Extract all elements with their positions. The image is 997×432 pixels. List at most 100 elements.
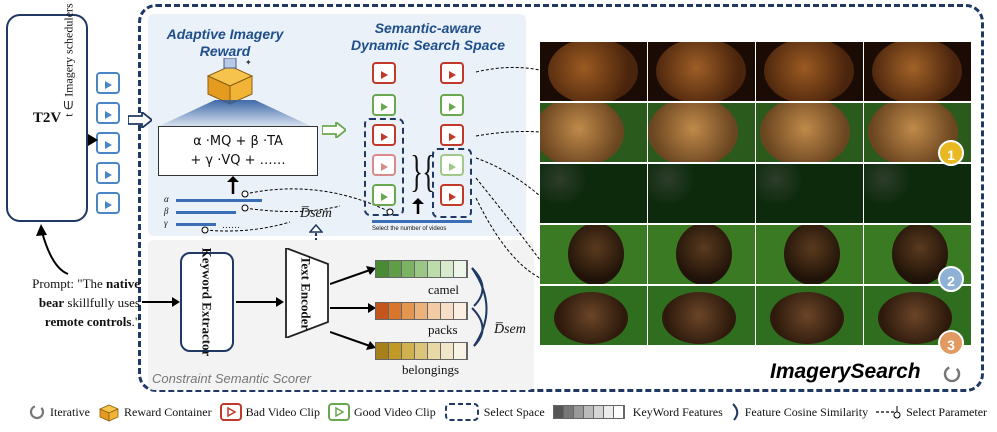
cosine-similarity-arrows <box>471 267 488 347</box>
text-encoder <box>285 248 329 338</box>
param-ellipsis: …… <box>222 220 240 230</box>
clip-icon <box>96 132 120 154</box>
select-space-right <box>432 148 472 218</box>
legend-select-space: Select Space <box>444 402 545 422</box>
clip-icon <box>96 72 120 94</box>
video-frame <box>540 42 647 101</box>
legend-label: Select Parameter <box>906 404 988 419</box>
encoder-to-features-arrows <box>330 266 376 350</box>
prompt-middle: skillfully uses <box>64 295 140 310</box>
select-space-left <box>364 118 404 216</box>
param-alpha-label: α <box>164 194 169 204</box>
prompt-suffix: ." <box>131 314 140 329</box>
clip-icon <box>96 192 120 214</box>
legend: Iterative Reward Container Bad Video Cli… <box>0 396 997 428</box>
video-frame <box>648 103 755 162</box>
svg-text:✦: ✦ <box>245 58 252 67</box>
feature-camel <box>375 260 468 278</box>
param-to-formula-arrow <box>227 176 239 194</box>
legend-cosine: Feature Cosine Similarity <box>731 402 868 422</box>
video-frame <box>540 103 647 162</box>
feature-packs <box>375 302 468 320</box>
legend-label: Iterative <box>50 404 90 419</box>
t2v-box: T2V <box>6 14 88 222</box>
select-space-icon <box>444 403 479 421</box>
prompt-bold-subject: native bear <box>38 276 140 310</box>
video-frame <box>648 225 755 284</box>
t2v-label: T2V <box>32 109 62 126</box>
formula-line1: α ·MQ + β ·TA <box>193 134 283 149</box>
clip-to-video-connectors <box>475 66 541 279</box>
count-slider-caption: Select the number of videos <box>372 226 447 232</box>
good-clip-icon <box>440 154 464 176</box>
video-frame <box>756 42 863 101</box>
slider-gamma <box>176 223 216 226</box>
bad-clip-icon <box>372 154 396 176</box>
bad-clip-icon <box>440 124 464 146</box>
reward-title: Adaptive Imagery Reward <box>155 26 295 60</box>
video-grid <box>540 42 972 362</box>
dsem-label-top: D̅sem <box>300 206 332 221</box>
legend-reward-container: Reward Container <box>98 402 212 422</box>
video-frame <box>756 103 863 162</box>
video-frame <box>648 164 755 223</box>
legend-keyword-features: KeyWord Features <box>552 404 723 420</box>
bad-clip-icon <box>219 403 242 421</box>
feature-belongings-label: belongings <box>402 362 460 377</box>
legend-label: Bad Video Clip <box>245 404 321 419</box>
legend-good-clip: Good Video Clip <box>328 403 436 421</box>
video-frame <box>864 164 971 223</box>
legend-label: Reward Container <box>123 404 212 419</box>
dsem-label-bottom: D̅sem <box>494 322 526 337</box>
scheduler-clip-stack <box>96 72 126 220</box>
search-title-line2: Dynamic Search Space <box>350 37 506 53</box>
slider-alpha <box>176 199 262 202</box>
feature-packs-label: packs <box>428 322 458 337</box>
video-frame <box>648 42 755 101</box>
reward-container-icon: ✦ <box>206 58 254 105</box>
video-frame <box>756 286 863 345</box>
imagery-search-frame <box>138 4 984 392</box>
feature-camel-label: camel <box>428 282 460 297</box>
cosine-icon <box>732 403 738 421</box>
good-clip-icon <box>372 94 396 116</box>
video-frame <box>540 225 647 284</box>
legend-label: Feature Cosine Similarity <box>744 404 869 419</box>
search-title-line1: Semantic-aware <box>374 20 482 36</box>
prompt-text: Prompt: "The native bear skillfully uses… <box>8 274 140 331</box>
prompt-to-extractor-arrow <box>142 297 180 307</box>
rank-badge-3: 3 <box>938 330 964 356</box>
good-clip-icon <box>328 403 351 421</box>
clip-icon <box>96 102 120 124</box>
extractor-to-encoder-arrow <box>236 297 284 307</box>
reward-title-line1: Adaptive Imagery <box>166 26 284 42</box>
param-beta-label: β <box>164 206 169 216</box>
video-frame <box>540 164 647 223</box>
bad-clip-icon <box>372 62 396 84</box>
reward-title-line2: Reward <box>199 43 251 59</box>
prompt-to-t2v-arrow <box>36 224 69 275</box>
video-frame <box>756 164 863 223</box>
legend-label: Good Video Clip <box>354 404 436 419</box>
prompt-prefix: Prompt: "The <box>32 276 107 291</box>
reward-container-icon <box>98 404 119 422</box>
bad-clip-icon <box>440 62 464 84</box>
iterative-icon <box>943 365 961 383</box>
formula-line2: + γ ·VQ + …… <box>190 153 286 168</box>
video-frame <box>540 286 647 345</box>
legend-label: KeyWord Features <box>632 404 723 419</box>
legend-select-param: Select Parameter <box>876 403 987 421</box>
schedulers-to-reward-arrow <box>128 112 152 128</box>
good-clip-icon <box>372 184 396 206</box>
video-frame <box>756 225 863 284</box>
video-frame <box>648 286 755 345</box>
select-param-icon <box>876 406 901 419</box>
good-clip-icon <box>440 94 464 116</box>
keyword-extractor-label: Keyword Extractor <box>199 247 215 357</box>
video-frame <box>864 42 971 101</box>
select-count-arrow <box>412 198 424 214</box>
param-sliders: α β γ …… <box>160 194 280 234</box>
text-encoder-label: Text Encoder <box>298 255 314 331</box>
scorer-title: Constraint Semantic Scorer <box>152 371 311 386</box>
brace-right: { <box>422 147 435 196</box>
